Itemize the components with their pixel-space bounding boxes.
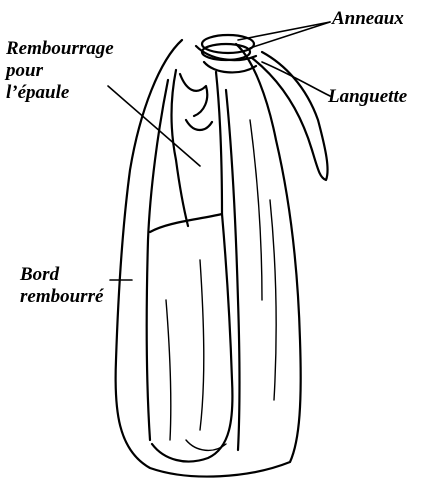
leader-rembourrage xyxy=(108,86,200,166)
label-rembourrage-line-1: Rembourrage xyxy=(6,38,114,60)
sling-inner-fold-left xyxy=(147,80,168,440)
label-rembourrage-line-2: pour xyxy=(6,60,114,82)
label-rembourrage-line-3: l’épaule xyxy=(6,82,114,104)
languette-tail xyxy=(252,52,328,180)
shoulder-padding-gathers xyxy=(180,74,212,130)
label-rembourrage-pour-epaule: Rembourrage pour l’épaule xyxy=(6,38,114,104)
label-bord-rembourre: Bord rembourré xyxy=(20,264,103,308)
label-anneaux: Anneaux xyxy=(332,8,404,30)
sling-outer-outline xyxy=(116,40,301,477)
sling-pouch-front xyxy=(150,214,232,462)
label-bord-line-2: rembourré xyxy=(20,286,103,308)
leader-languette xyxy=(262,62,330,96)
label-bord-line-1: Bord xyxy=(20,264,103,286)
label-languette: Languette xyxy=(328,86,407,108)
